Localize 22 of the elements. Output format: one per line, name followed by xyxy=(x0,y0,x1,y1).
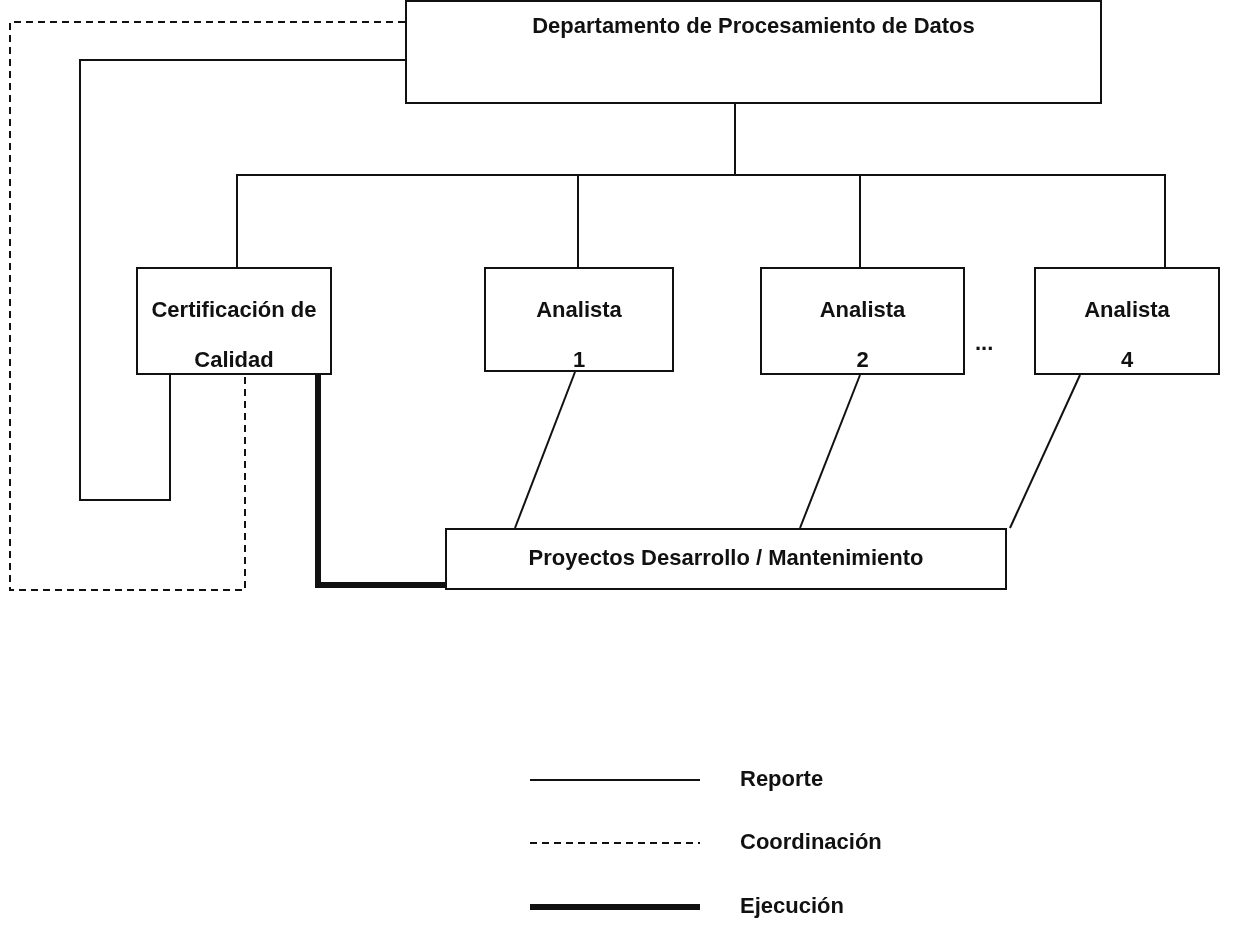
org-box xyxy=(445,528,1007,590)
box-label: Analista 2 xyxy=(819,296,906,374)
org-box xyxy=(1034,267,1220,375)
ellipsis-text: ... xyxy=(975,330,994,356)
legend-label: Coordinación xyxy=(740,829,882,855)
connector-line xyxy=(79,59,406,501)
legend-label: Reporte xyxy=(740,766,824,792)
org-box xyxy=(405,0,1102,104)
connector-line xyxy=(799,374,861,529)
box-label: Analista 4 xyxy=(1084,296,1170,374)
box-label: Certificación de Calidad xyxy=(150,296,318,374)
box-label: Departamento de Procesamiento de Datos xyxy=(532,12,975,40)
legend-label: Ejecución xyxy=(740,893,844,919)
org-box xyxy=(136,267,332,375)
connector-line xyxy=(1009,374,1081,529)
thick-connector xyxy=(315,375,445,588)
box-label: Analista 1 xyxy=(536,296,622,374)
org-box xyxy=(484,267,674,372)
connector-line xyxy=(514,371,576,529)
box-label: Proyectos Desarrollo / Mantenimiento xyxy=(528,544,924,572)
dashed-connector xyxy=(9,21,406,591)
org-box xyxy=(760,267,965,375)
